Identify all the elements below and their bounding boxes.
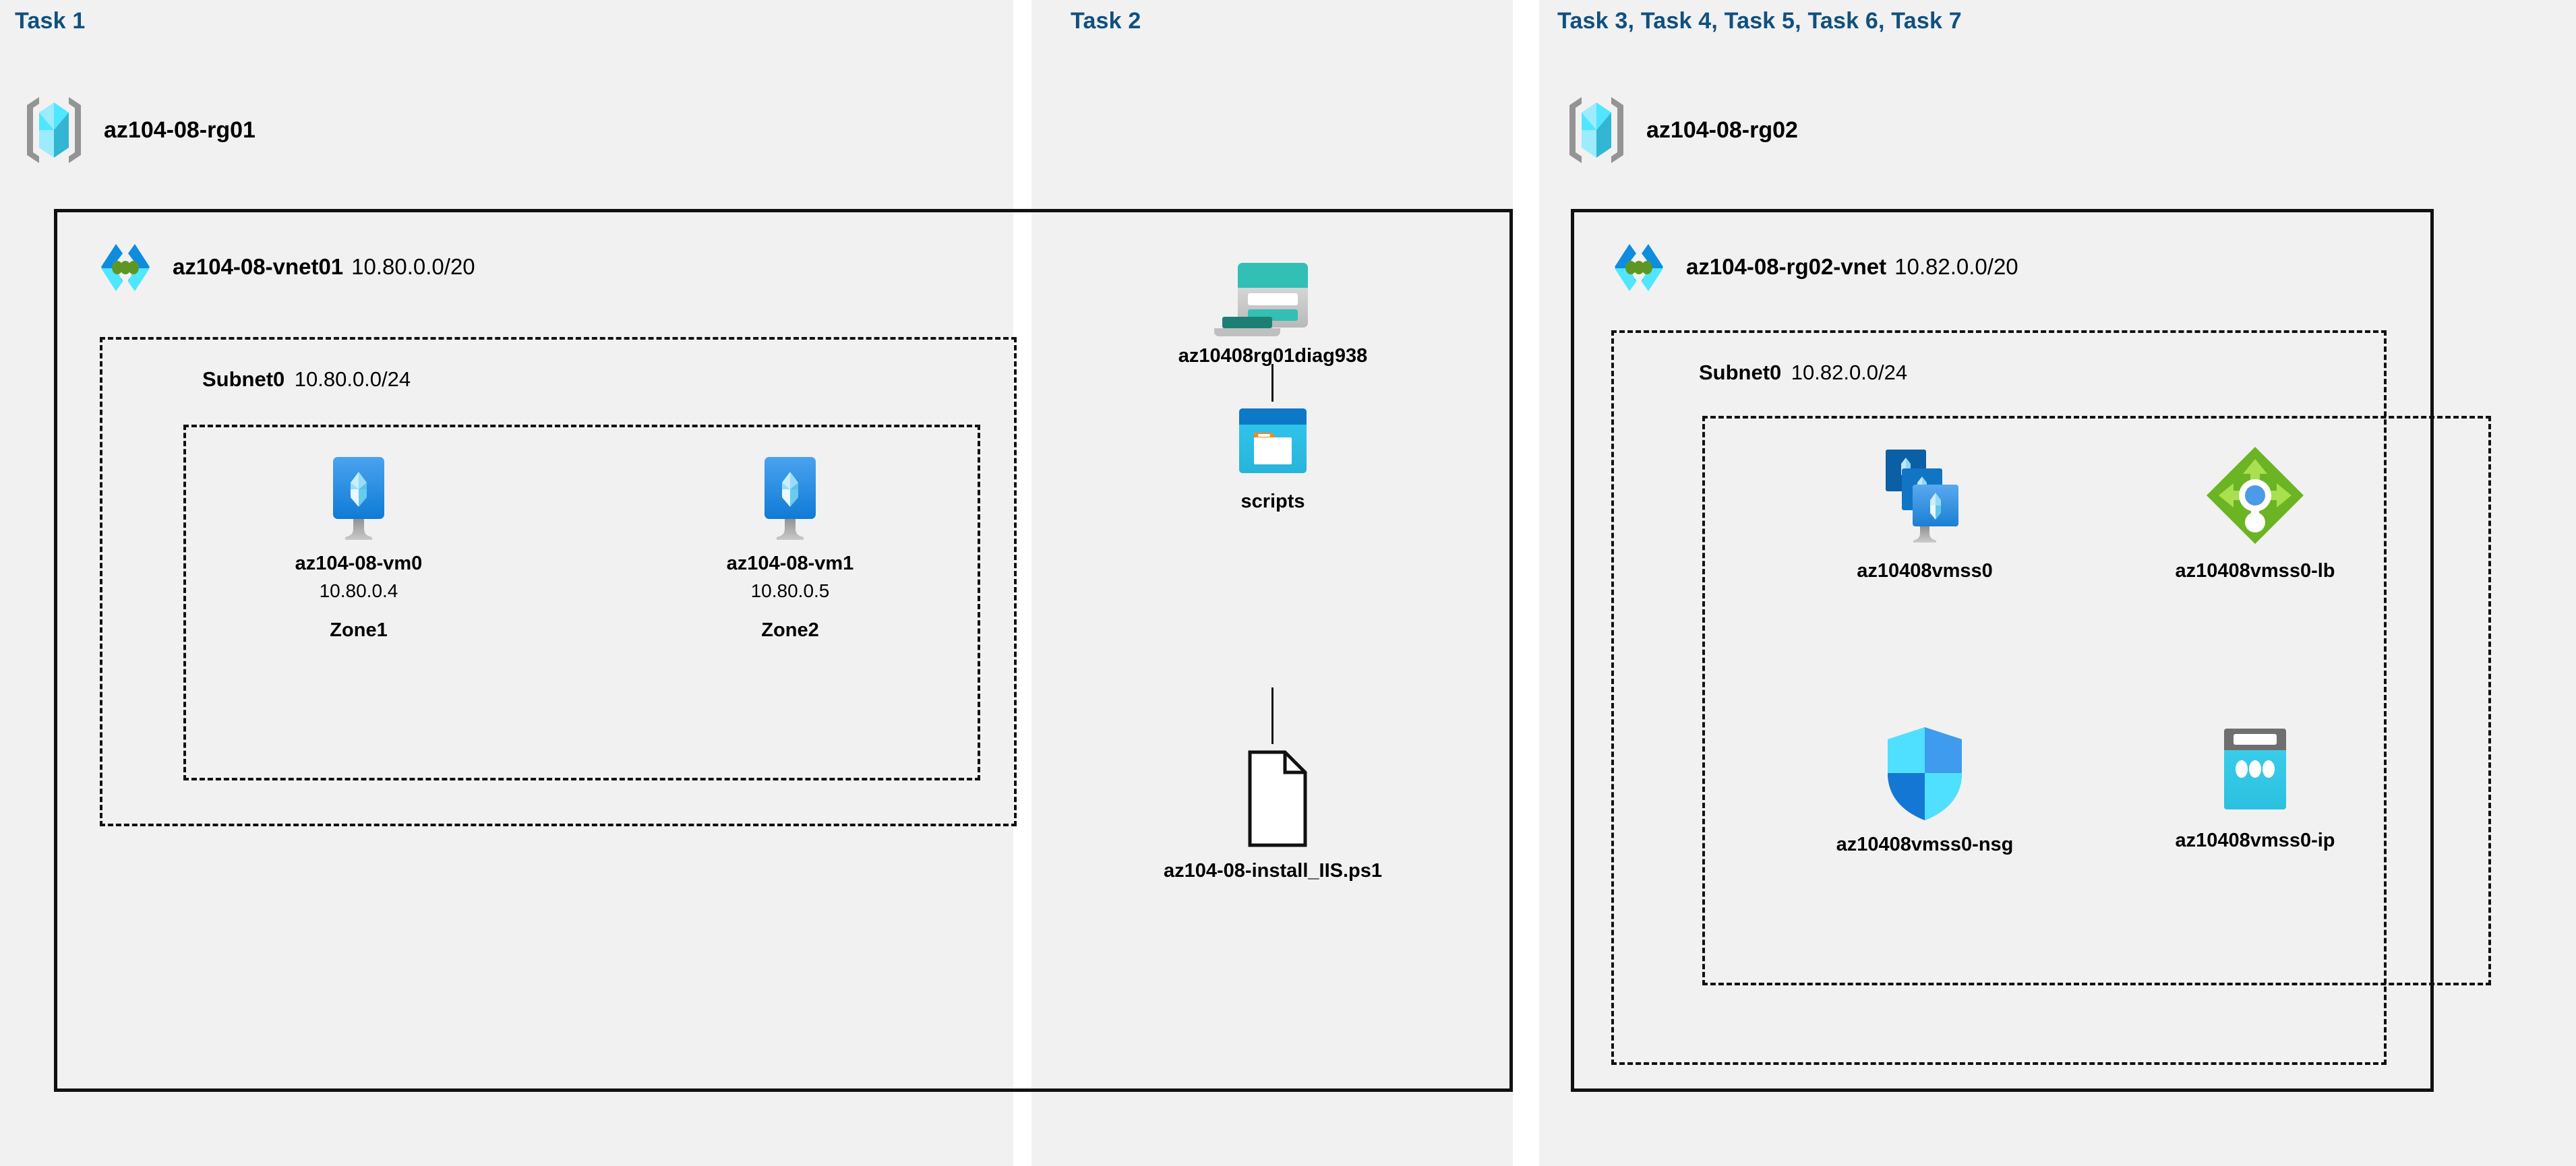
resource-node-az104-08-install-iis-ps1[interactable]: az104-08-install_IIS.ps1 <box>1164 748 1382 884</box>
resource-group-label: az104-08-rg02 <box>1646 117 1798 143</box>
vnet-container-az104-08-rg02-vnet <box>1571 209 2434 1092</box>
public-ip-address-icon <box>2212 725 2298 819</box>
vm-ip: 10.80.0.5 <box>750 580 830 602</box>
resource-group-az104-08-rg02: az104-08-rg02 <box>1564 90 1798 170</box>
vnet-header-az104-08-rg02-vnet: az104-08-rg02-vnet 10.82.0.0/20 <box>1608 236 2018 298</box>
resource-node-az10408vmss0-lb[interactable]: az10408vmss0-lb <box>2110 441 2400 584</box>
subnet-name: Subnet0 <box>202 367 285 391</box>
resource-group-icon <box>1564 90 1629 170</box>
subnet-cidr: 10.80.0.0/24 <box>294 367 411 391</box>
task-2-header: Task 2 <box>1071 8 1141 34</box>
file-name: az104-08-install_IIS.ps1 <box>1164 860 1382 882</box>
virtual-machine-icon <box>746 453 835 542</box>
subnet-container-subnet0 <box>100 337 1017 826</box>
resource-node-az104-08-vm1[interactable]: az104-08-vm1 10.80.0.5 Zone2 <box>696 453 885 642</box>
resource-node-az104-08-vm0[interactable]: az104-08-vm0 10.80.0.4 Zone1 <box>264 453 453 642</box>
task-panel-1 <box>0 0 1013 1166</box>
vnet-name: az104-08-rg02-vnet <box>1686 254 1887 279</box>
vm-name: az104-08-vm1 <box>726 553 854 574</box>
vnet-cidr: 10.82.0.0/20 <box>1894 254 2018 279</box>
task-1-header: Task 1 <box>15 8 86 34</box>
resource-node-az10408vmss0[interactable]: az10408vmss0 <box>1780 441 2070 584</box>
vnet-header-az104-08-vnet01: az104-08-vnet01 10.80.0.0/20 <box>94 236 475 298</box>
vm-zone: Zone1 <box>330 619 388 642</box>
resource-node-scripts[interactable]: scripts <box>1178 404 1367 514</box>
vm-name: az104-08-vm0 <box>295 553 423 574</box>
vmss-name: az10408vmss0 <box>1857 560 1993 582</box>
task-panel-2 <box>1031 0 1513 1166</box>
connector-scripts-to-file <box>1271 687 1274 744</box>
vnet-name: az104-08-vnet01 <box>173 254 344 279</box>
virtual-machine-icon <box>314 453 403 542</box>
resources-group-container <box>1702 416 2491 985</box>
file-icon <box>1230 748 1316 849</box>
vnet-cidr: 10.80.0.0/20 <box>351 254 475 279</box>
blob-container-icon <box>1232 404 1313 480</box>
subnet-cidr: 10.82.0.0/24 <box>1791 361 1908 384</box>
subnet-header-1: Subnet0 10.80.0.0/24 <box>202 367 411 392</box>
subnet-name: Subnet0 <box>1699 361 1782 384</box>
resource-group-az104-08-rg01: az104-08-rg01 <box>22 90 256 170</box>
task2-container <box>1031 209 1513 1092</box>
nsg-name: az10408vmss0-nsg <box>1836 834 2014 855</box>
storage-account-icon-bar <box>1222 317 1272 328</box>
subnet-header-3: Subnet0 10.82.0.0/24 <box>1699 361 1907 385</box>
task-3-to-7-header: Task 3, Task 4, Task 5, Task 6, Task 7 <box>1557 8 1962 34</box>
subnet-container-subnet0-rg02 <box>1611 330 2387 1065</box>
resource-node-az10408vmss0-ip[interactable]: az10408vmss0-ip <box>2110 725 2400 853</box>
resource-group-icon <box>22 90 86 170</box>
availability-zones-container <box>183 425 980 780</box>
connector-storage-to-scripts <box>1271 364 1274 402</box>
load-balancer-icon <box>2201 441 2309 549</box>
storage-account-name: az10408rg01diag938 <box>1178 345 1368 367</box>
resource-node-az10408rg01diag938[interactable]: az10408rg01diag938 <box>1178 256 1367 369</box>
task-panel-3 <box>1539 0 2576 1166</box>
public-ip-name: az10408vmss0-ip <box>2175 830 2335 851</box>
vm-zone: Zone2 <box>761 619 819 642</box>
blob-container-name: scripts <box>1240 491 1305 512</box>
storage-account-icon-base <box>1214 328 1280 336</box>
vm-ip: 10.80.0.4 <box>319 580 398 602</box>
virtual-network-icon <box>94 236 156 298</box>
virtual-network-icon <box>1608 236 1670 298</box>
vm-scale-set-icon <box>1871 441 1979 549</box>
network-security-group-icon <box>1881 725 1969 823</box>
resource-node-az10408vmss0-nsg[interactable]: az10408vmss0-nsg <box>1780 725 2070 857</box>
resource-group-label: az104-08-rg01 <box>104 117 256 143</box>
storage-account-icon <box>1232 256 1313 334</box>
load-balancer-name: az10408vmss0-lb <box>2175 560 2335 582</box>
